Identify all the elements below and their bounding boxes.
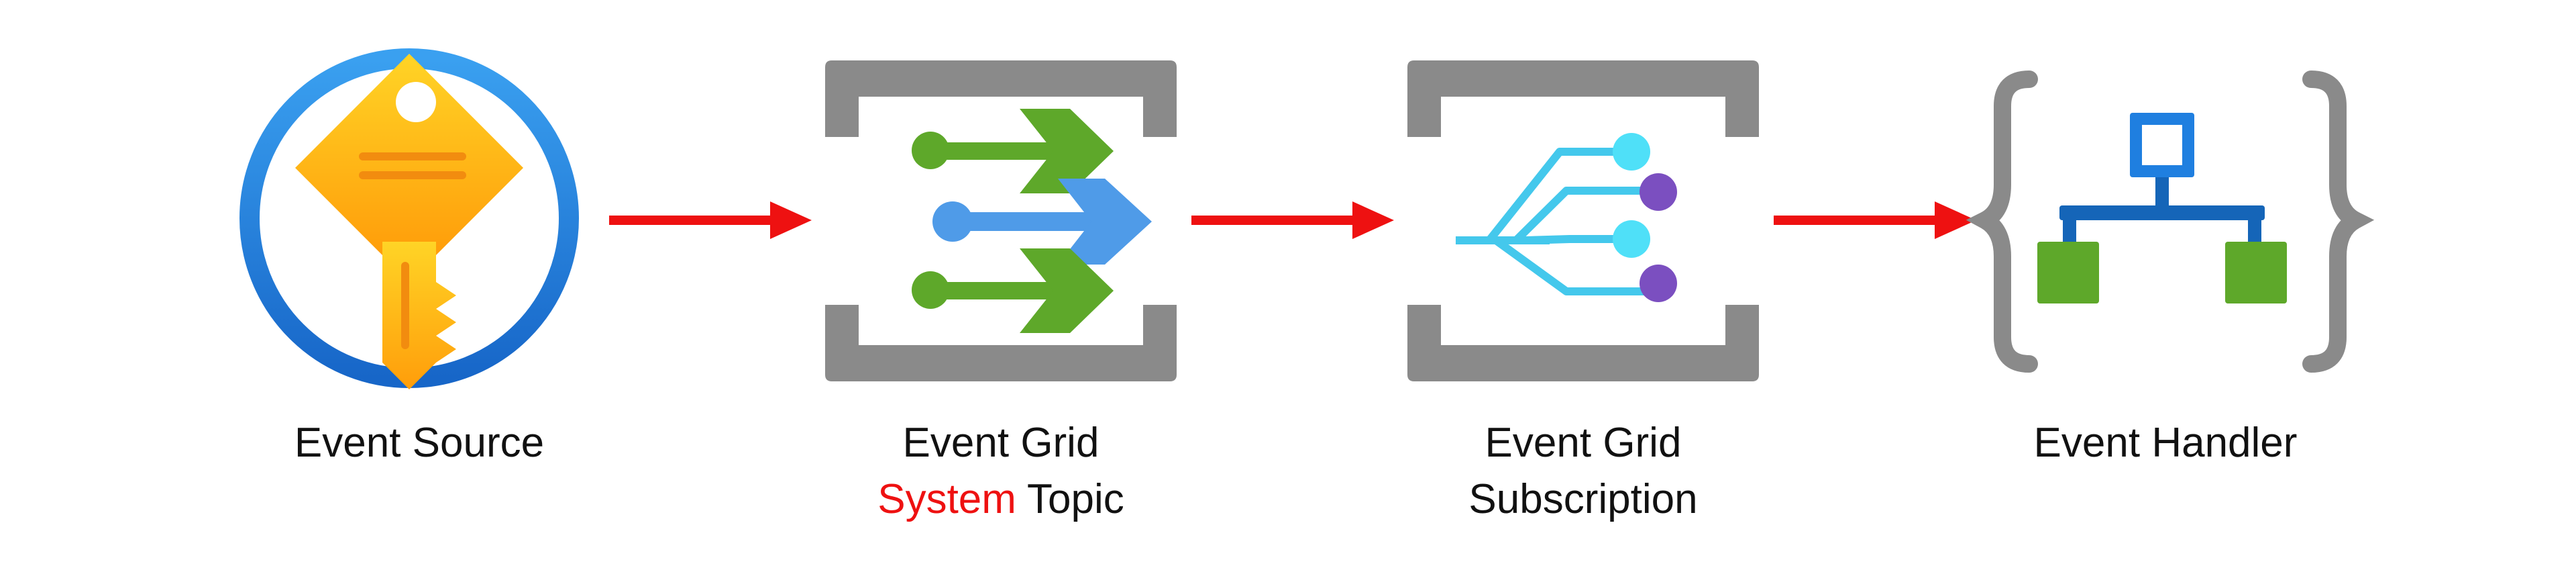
key-vault-icon [239,48,579,389]
subscription-line1: Event Grid [1485,420,1682,466]
flow-arrow-3 [1774,201,1976,239]
flow-arrow-2 [1191,201,1394,239]
system-topic-accent-word: System [877,476,1016,522]
event-handler-label: Event Handler [1964,415,2367,471]
event-source-text: Event Source [294,420,545,466]
event-grid-subscription-icon [1407,60,1759,381]
subscription-line2: Subscription [1468,476,1698,522]
event-handler-text: Event Handler [2033,420,2298,466]
event-grid-system-topic-label: Event Grid System Topic [800,415,1202,528]
event-handler-icon [1966,70,2375,373]
system-topic-line1: Event Grid [902,420,1099,466]
system-topic-rest: Topic [1016,476,1124,522]
flow-arrow-1 [609,201,812,239]
event-grid-subscription-label: Event Grid Subscription [1382,415,1784,528]
event-grid-topic-icon [825,60,1177,381]
event-source-label: Event Source [218,415,621,471]
